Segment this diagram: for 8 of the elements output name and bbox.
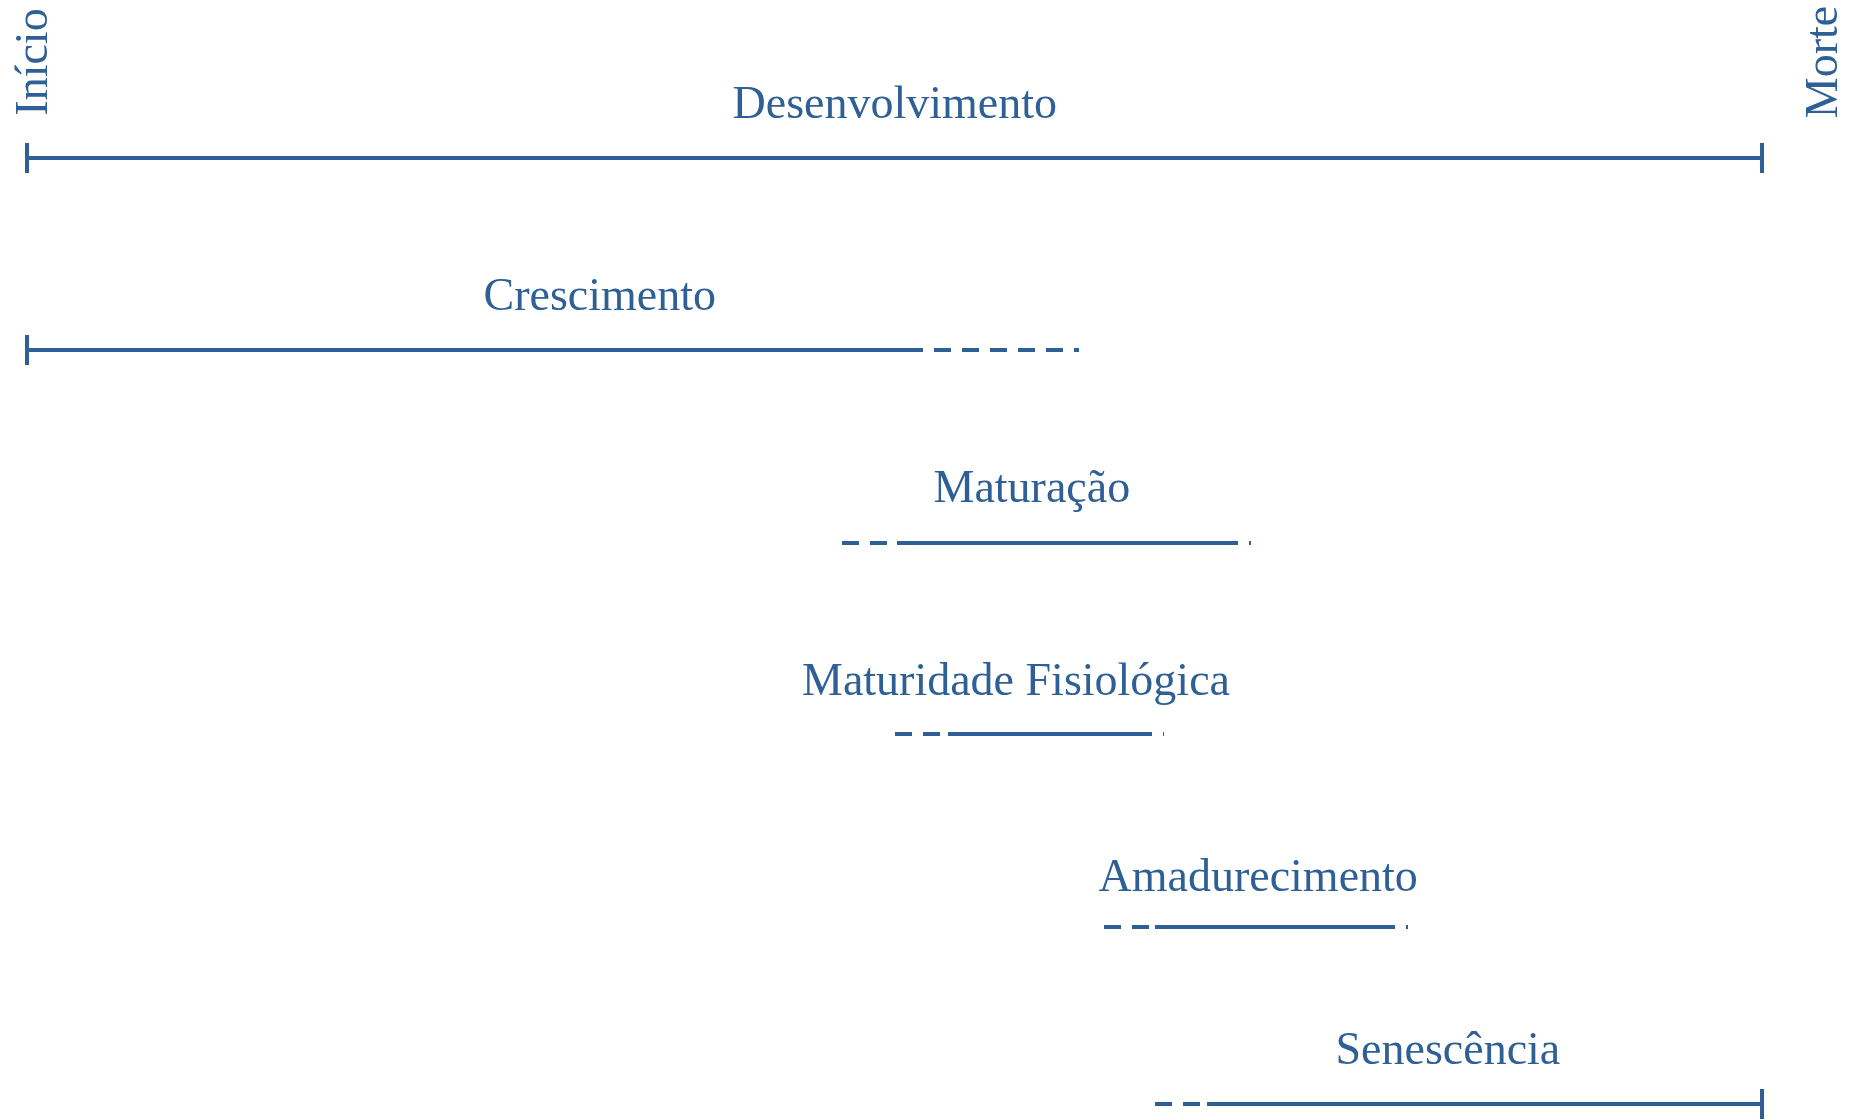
phase-label: Desenvolvimento <box>732 80 1057 126</box>
phase-label: Senescência <box>1335 1026 1561 1072</box>
endpoint-label: Início <box>8 8 55 116</box>
phase-label: Crescimento <box>483 272 716 318</box>
phase-label: Maturação <box>933 464 1131 510</box>
phase-label: Amadurecimento <box>1098 853 1418 899</box>
phase-label: Maturidade Fisiológica <box>802 657 1230 703</box>
endpoint-label: Morte <box>1799 5 1846 119</box>
